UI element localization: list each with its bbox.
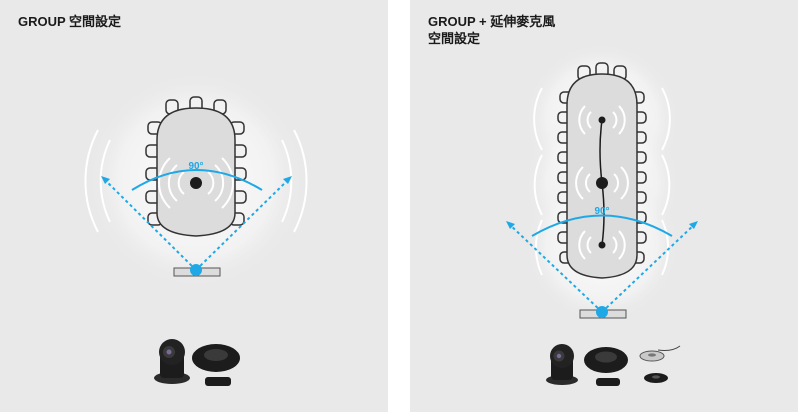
speakerphone-dot <box>596 177 608 189</box>
panel-group-expansion-mic-setup: GROUP + 延伸麥克風 空間設定 <box>410 0 798 412</box>
angle-arc <box>531 214 673 237</box>
mic-waves <box>575 105 629 260</box>
panel-title: GROUP 空間設定 <box>18 14 122 29</box>
camera-device-icon <box>154 339 190 384</box>
expansion-mic-dot <box>598 241 606 249</box>
angle-label: 90° <box>594 206 609 217</box>
angle-arc <box>131 169 263 191</box>
field-of-view-lines <box>102 177 291 271</box>
angle-label: 90° <box>188 161 203 172</box>
arrow-right-icon <box>283 176 292 184</box>
pickup-ring-arcs <box>533 87 671 276</box>
expansion-mics-icon <box>639 345 681 383</box>
panel-title: GROUP + 延伸麥克風 空間設定 <box>428 14 556 46</box>
room-diagram: 90° <box>84 70 308 386</box>
speakerphone-device-icon <box>192 344 240 386</box>
speakerphone-waves <box>158 157 234 209</box>
conference-table <box>566 73 638 279</box>
panel-group-setup: GROUP 空間設定 <box>0 0 388 412</box>
conference-table <box>156 107 236 237</box>
camera-dot <box>190 264 202 276</box>
expansion-mic-dot <box>598 116 606 124</box>
arrow-right-icon <box>689 221 698 229</box>
speakerphone-device-icon <box>584 347 628 386</box>
camera-device-icon <box>546 344 578 385</box>
arrow-left-icon <box>506 221 515 229</box>
pickup-ring-arcs <box>84 129 308 233</box>
arrow-left-icon <box>101 176 110 184</box>
room-diagram: 90° <box>506 42 698 386</box>
camera-dot <box>596 306 608 318</box>
speakerphone-dot <box>190 177 202 189</box>
